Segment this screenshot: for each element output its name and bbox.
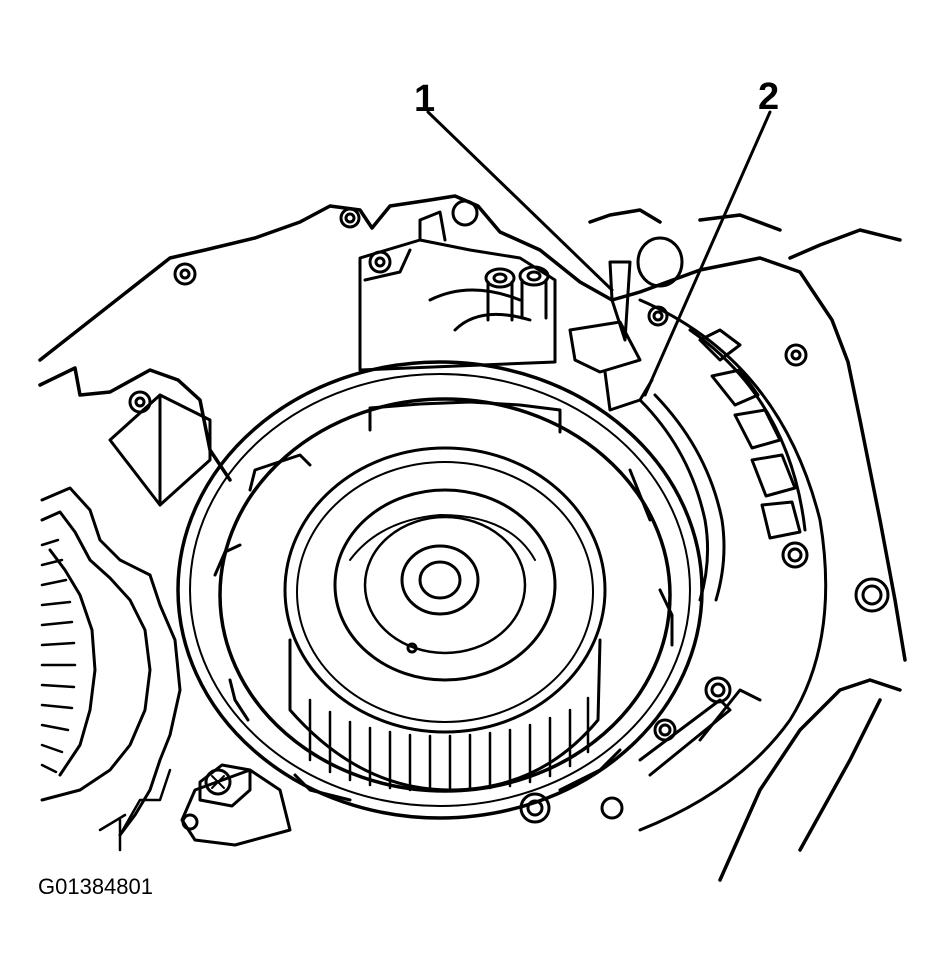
leader-line-2 [645,112,770,395]
clutch-plate-lugs [215,402,672,800]
callout-2: 2 [758,76,780,118]
left-structure [42,395,210,835]
case-bolt-holes [130,201,888,822]
figure-id: G01384801 [38,874,153,899]
right-housing [640,300,826,830]
hub-center [335,490,555,680]
left-gear-teeth [42,540,170,850]
drain-bolt [182,765,290,845]
transmission-case [40,196,905,880]
leader-lines [428,112,770,395]
leader-line-1 [428,112,612,290]
upper-casting [360,212,555,370]
clutch-drum [178,362,702,818]
splined-hub [285,448,605,790]
callout-1: 1 [414,78,436,120]
